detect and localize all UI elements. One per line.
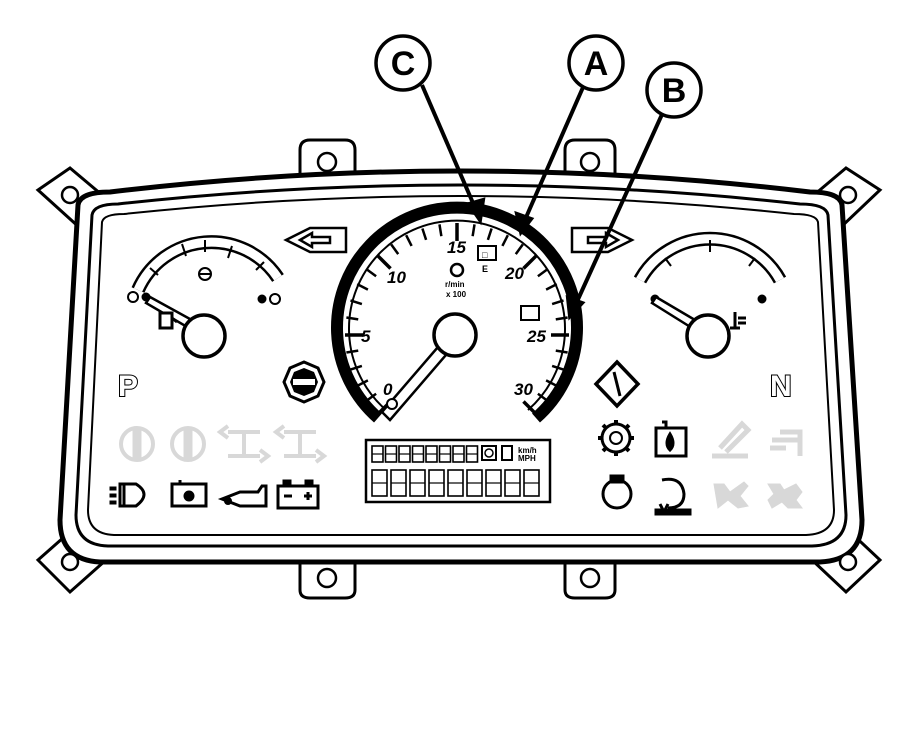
tach-tick [365,392,377,402]
fuel-gauge [127,235,284,359]
tachometer-scale: 0 5 10 15 20 25 30 [361,238,546,399]
tach-tick [346,349,359,354]
tachometer-hub [432,312,478,358]
transmission-shift-icon-1 [216,424,272,464]
lcd-hours-icon [481,445,497,461]
svg-text:□: □ [482,250,488,260]
callout-c-label: C [391,45,416,83]
fuel-pump-icon [158,311,178,330]
pto-engaged-icon [598,420,634,456]
brake-right-icon [170,426,206,462]
park-brake-icon [712,420,752,459]
lcd-bottom-digits [371,469,540,497]
tach-label-30: 30 [514,380,533,399]
callout-a-label: A [584,45,609,83]
active-icons-left [109,479,320,510]
lcd-unit-mph: MPH [518,454,536,463]
inactive-icons-left [119,424,328,464]
glow-plug-icon [601,474,633,510]
pto-540-mark-icon [477,245,497,261]
tach-tick [545,283,558,291]
fuel-gauge-hub [181,313,227,359]
mount-holes [60,151,858,589]
tach-unit: r/min x 100 [445,262,467,299]
tach-tick [350,299,363,306]
callout-leaders [420,84,666,321]
headlight-icon [109,482,146,508]
tach-tick [514,243,524,255]
tach-tick [471,224,476,237]
callout-a-circle [567,34,625,92]
fuel-full-mark-icon [269,293,281,305]
callout-b-label: B [662,72,687,110]
tach-unit-multiplier: x 100 [446,290,467,299]
tach-tick [421,228,428,241]
pto-speed-marks: □ E [477,245,540,321]
stop-warning-icon [282,360,326,404]
tach-tick [522,400,538,416]
tach-tick [376,254,392,270]
tach-label-15: 15 [447,238,466,257]
lcd-unit-kmh: km/h [518,446,537,455]
pto-1000-mark-icon [520,305,540,321]
active-icons-right [598,420,692,516]
tach-tick [522,254,538,270]
tach-tick [365,268,377,278]
tach-tick [537,392,549,402]
tach-unit-rpm: r/min [445,280,465,289]
coolant-temp-icon [730,312,746,330]
callout-b-circle [645,61,703,119]
neutral-indicator: N [770,370,792,403]
tach-tick [438,224,443,237]
lcd-top-digits [371,445,479,463]
brake-left-icon [119,426,155,462]
fuel-empty-mark-icon [127,291,139,303]
lcd-display: km/h MPH [364,438,552,504]
tach-tick [350,364,363,371]
filter-warning-icon [770,429,803,456]
tach-tick [405,234,413,247]
battery-charge-icon [276,479,320,510]
tach-tick [545,379,558,387]
warning-diamond-icon [593,359,641,409]
hydraulic-oil-icon [654,420,688,458]
tach-tick [356,379,369,387]
turn-left-arrow-icon [283,226,348,254]
tach-tick [555,316,568,321]
differential-lock-icon [767,483,803,509]
lcd-timer-icon [501,445,513,461]
preheat-icon [654,477,692,516]
tach-label-0: 0 [383,380,393,399]
engine-oil-pressure-icon [217,484,268,508]
tach-tick [501,234,509,247]
air-filter-icon [170,480,208,508]
callout-c-circle [374,34,432,92]
tachometer: 0 5 10 15 20 25 30 r/min x 100 □ E [331,201,583,423]
tach-label-25: 25 [526,327,546,346]
temperature-gauge-hub [685,313,731,359]
tach-tick [346,316,359,321]
svg-text:E: E [482,264,488,274]
tachometer-ticks [345,223,569,416]
tach-tick [551,299,564,306]
tach-tick [537,268,549,278]
transmission-shift-icon-2 [272,424,328,464]
four-wheel-drive-icon [713,481,749,509]
engine-speed-icon [449,262,465,278]
parking-indicator: P [118,370,138,403]
temperature-gauge [633,231,787,359]
tach-label-10: 10 [387,268,406,287]
tach-tick [555,349,568,354]
tach-tick [390,243,400,255]
tach-label-20: 20 [504,264,524,283]
tach-tick [356,283,369,291]
inactive-icons-right [712,420,803,509]
tach-tick [486,228,493,241]
callouts: C A B [374,34,703,119]
tach-label-5: 5 [361,327,371,346]
tach-tick [551,364,564,371]
